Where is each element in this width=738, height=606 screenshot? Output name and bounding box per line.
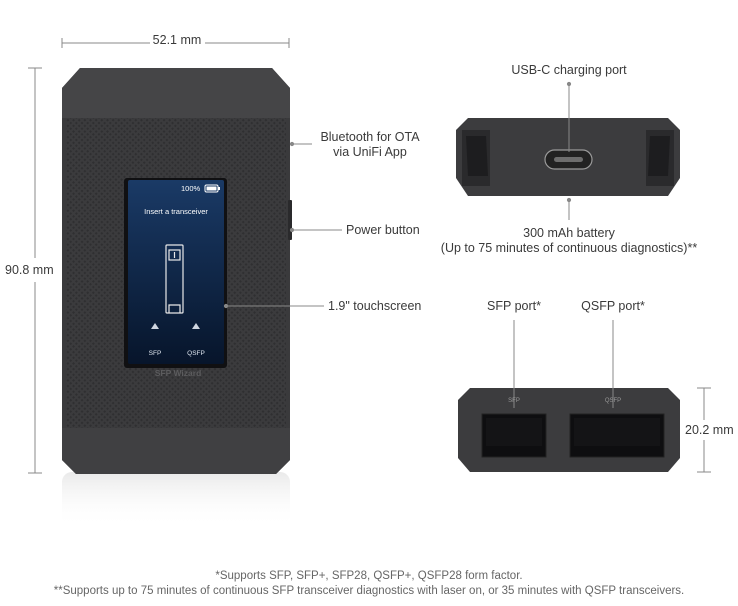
port-leader-lines bbox=[513, 320, 711, 473]
footnote-1: *Supports SFP, SFP+, SFP28, QSFP+, QSFP2… bbox=[215, 570, 523, 582]
screen-message: Insert a transceiver bbox=[144, 207, 208, 216]
device-top-view bbox=[456, 118, 680, 196]
device-front-view bbox=[62, 68, 292, 527]
device-brand-text: SFP Wizard bbox=[154, 368, 202, 378]
qsfp-port-callout: QSFP port* bbox=[581, 299, 645, 313]
battery-callout: 300 mAh battery (Up to 75 minutes of con… bbox=[424, 226, 714, 256]
width-label: 52.1 mm bbox=[152, 33, 202, 47]
footnote-2: **Supports up to 75 minutes of continuou… bbox=[53, 585, 685, 597]
battery-icon bbox=[204, 184, 220, 193]
device-port-view bbox=[458, 388, 680, 472]
transceiver-icon bbox=[165, 244, 184, 314]
touchscreen-callout: 1.9" touchscreen bbox=[328, 299, 422, 313]
usb-leader-lines bbox=[566, 81, 572, 220]
width-dimension-line bbox=[61, 38, 290, 48]
device-reflection bbox=[62, 472, 290, 527]
battery-line-1: 300 mAh battery bbox=[523, 226, 615, 240]
height-dimension-line bbox=[28, 67, 42, 474]
port-face-qsfp-label: QSFP bbox=[604, 398, 622, 404]
screen-sfp-label: SFP bbox=[148, 350, 162, 357]
callout-lines bbox=[223, 141, 342, 309]
depth-label: 20.2 mm bbox=[685, 423, 734, 437]
sfp-arrow-icon bbox=[151, 323, 159, 329]
screen-qsfp-label: QSFP bbox=[187, 350, 205, 357]
bluetooth-line-2: via UniFi App bbox=[333, 145, 407, 159]
screen-battery-percent: 100% bbox=[181, 184, 201, 193]
usb-c-callout: USB-C charging port bbox=[511, 63, 627, 77]
height-label: 90.8 mm bbox=[5, 263, 54, 277]
qsfp-arrow-icon bbox=[192, 323, 200, 329]
power-button bbox=[288, 200, 292, 240]
port-face-sfp-label: SFP bbox=[508, 398, 520, 404]
battery-line-2: (Up to 75 minutes of continuous diagnost… bbox=[440, 241, 698, 255]
bluetooth-callout: Bluetooth for OTA via UniFi App bbox=[300, 130, 440, 160]
bluetooth-line-1: Bluetooth for OTA bbox=[320, 130, 420, 144]
power-button-callout: Power button bbox=[346, 223, 420, 237]
touchscreen bbox=[128, 180, 224, 364]
sfp-port-callout: SFP port* bbox=[487, 299, 541, 313]
